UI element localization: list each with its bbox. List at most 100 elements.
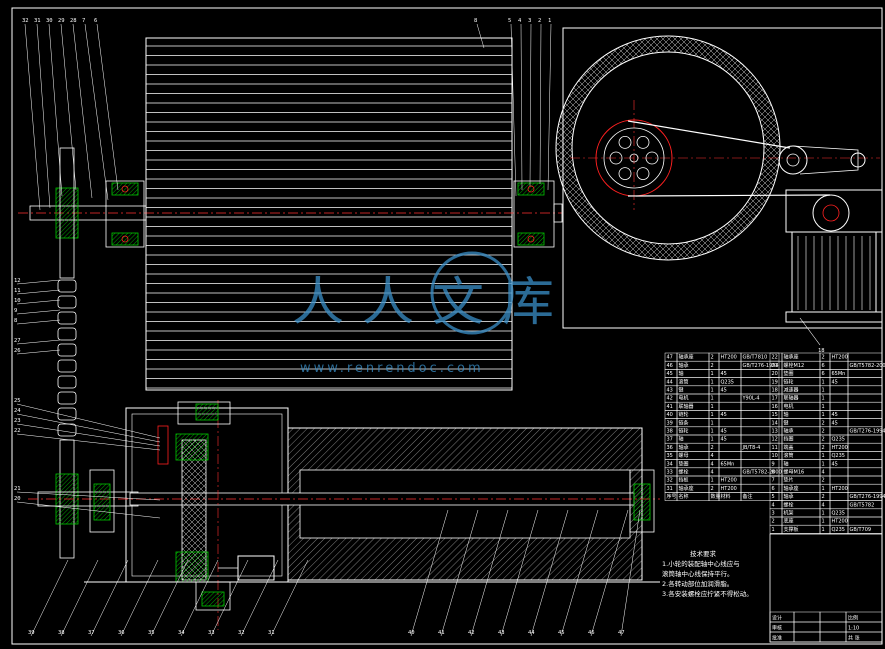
title-cell [845,631,883,643]
callout-34: 34 [178,630,185,636]
callout-27: 27 [14,338,21,344]
gearbox-output-hub [822,204,840,222]
leader-line [60,23,77,191]
table-cell-text: GB/T5782 [850,502,875,508]
table-cell-text: Q235 [832,453,845,459]
title-cell-text: 比例 [848,615,858,622]
table-cell-text: 34 [667,461,673,467]
title-block-frame [769,533,883,643]
table-cell [847,442,883,452]
table-cell-text: 3 [772,511,775,517]
tension-pulley [778,145,808,175]
chain-links [57,279,77,437]
table-cell-text: 轴承 [784,493,794,500]
watermark-logo-ring [430,251,514,335]
leader-line [270,559,309,637]
table-cell-text: GB/T276-1994 [743,363,779,369]
hub-center [629,153,639,163]
table-cell [718,393,742,403]
table-cell-text: 4 [822,470,825,476]
table-cell-text: 14 [772,420,778,426]
table-cell-text: 联轴器 [679,403,694,410]
callout-47: 47 [618,630,625,636]
callout-23: 23 [14,418,21,424]
chain-link [57,327,77,341]
table-cell-text: 端盖 [784,444,794,451]
table-cell-text: 8 [772,470,775,476]
table-cell-text: 39 [667,420,673,426]
gearbox-body [791,231,877,313]
left-bearing-housing [105,180,145,248]
table-cell [829,360,849,370]
leader-line [48,23,63,197]
right-shaft-end [553,203,563,223]
left-sprocket-hub [55,187,79,239]
table-cell-text: 45 [832,461,838,467]
table-cell [847,352,883,362]
table-cell-text: 2 [822,355,825,361]
motor [237,555,275,581]
table-cell-text: 2 [822,445,825,451]
title-cell-text: 共 张 [848,635,860,642]
table-cell-text: 4 [711,470,714,476]
tech-note-2: 滚筒轴中心线保持平行。 [662,569,734,578]
table-cell-text: 轴承 [679,362,689,369]
callout-4: 4 [518,18,522,24]
leader-line [24,23,41,211]
table-cell-text: 螺栓 [679,469,689,476]
table-cell-text: 38 [667,429,673,435]
title-cell [819,631,847,643]
table-cell-text: HT200 [832,486,848,492]
table-cell-text: 2 [772,519,775,525]
callout-24: 24 [14,408,21,414]
leader-line [16,433,161,451]
leader-line [470,509,509,637]
left-bearing-ball-top [121,185,129,193]
right-bearing-bottom [517,232,545,246]
left-bearing-bottom [111,232,139,246]
leader-line [180,559,219,637]
table-cell [847,434,883,444]
table-cell [847,475,883,485]
drum-ribs [146,45,512,389]
left-support [89,469,115,533]
upper-pulley-block [177,401,231,425]
table-cell-text: 垫圈 [679,460,689,467]
table-cell-text: 9 [772,461,775,467]
upper-gear-left [157,425,169,465]
table-cell-text: 13 [772,429,778,435]
table-cell-text: 45 [832,379,838,385]
leader-line [500,509,539,637]
hub-hole [636,167,650,180]
callout-33: 33 [208,630,215,636]
callout-21: 21 [14,486,21,492]
hub-hole [618,136,632,149]
table-cell-text: 46 [667,363,673,369]
gearbox-fins [797,236,871,310]
table-cell-text: 4 [711,461,714,467]
chain-link [57,391,77,405]
table-cell-text: 1 [822,404,825,410]
callout-38: 38 [58,630,65,636]
table-cell-text: 链轮 [784,378,794,385]
table-cell-text: 1 [822,453,825,459]
callout-3: 3 [528,18,531,24]
table-cell-text: 45 [721,371,727,377]
callout-37: 37 [88,630,95,636]
table-cell-text: GB/T5782-2000 [850,363,885,369]
callout-7: 7 [82,18,85,24]
table-cell-text: 1 [711,379,714,385]
table-cell-text: 5 [772,494,775,500]
table-cell-text: 1 [711,420,714,426]
leader-line [30,559,69,637]
callout-32: 32 [238,630,245,636]
table-cell-text: 45 [667,371,673,377]
table-cell-text: 45 [832,420,838,426]
table-cell-text: 31 [667,486,673,492]
table-cell-text: 1 [822,388,825,394]
callout-8: 8 [14,318,17,324]
table-cell-text: 47 [667,355,673,361]
table-cell-text: Y90L-4 [742,396,760,402]
leader-line [16,501,161,519]
